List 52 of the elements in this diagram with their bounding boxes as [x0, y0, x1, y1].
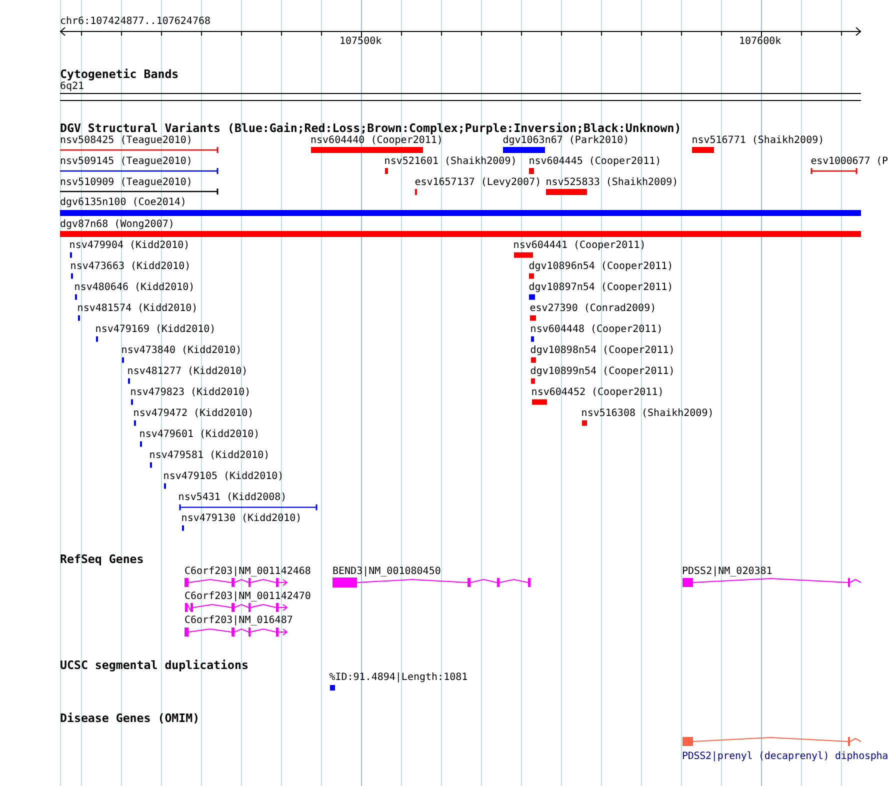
- variant-label: esv1000677 (P: [810, 156, 888, 168]
- variant-label: nsv510909 (Teague2010): [60, 176, 192, 188]
- gene-label: C6orf203|NM_001142470: [184, 590, 311, 602]
- variant-label: nsv604441 (Cooper2011): [513, 240, 646, 250]
- variant-label: nsv516771 (Shaikh2009): [692, 135, 824, 146]
- variant-label: nsv479823 (Kidd2010): [130, 386, 251, 398]
- tick-label: 107500k: [340, 36, 382, 46]
- track-title: UCSC segmental duplications: [60, 658, 248, 671]
- track-title: DGV Structural Variants (Blue:Gain;Red:Loss;Brown:Complex;Purple:Inversion;Black:Unknown): [60, 122, 682, 134]
- variant-label: dgv87n68 (Wong2007): [60, 218, 174, 230]
- variant-label: nsv509145 (Teague2010): [60, 156, 192, 168]
- variant-label: dgv10897n54 (Cooper2011): [528, 282, 674, 292]
- variant-label: dgv10899n54 (Cooper2011): [530, 366, 675, 376]
- variant-label: nsv5431 (Kidd2008): [178, 492, 287, 502]
- variant-label: nsv480646 (Kidd2010): [74, 282, 195, 292]
- disease-gene-label: PDSS2|prenyl (decaprenyl) diphospha: [682, 751, 888, 762]
- variant-label: nsv481574 (Kidd2010): [77, 302, 198, 314]
- variant-label: nsv479472 (Kidd2010): [133, 408, 254, 418]
- variant-label: nsv479169 (Kidd2010): [95, 324, 216, 334]
- gene-label: BEND3|NM_001080450: [332, 566, 441, 577]
- variant-label: nsv473840 (Kidd2010): [121, 344, 242, 356]
- variant-label: nsv479581 (Kidd2010): [149, 450, 270, 460]
- gene-label: C6orf203|NM_016487: [184, 615, 293, 626]
- variant-label: dgv10898n54 (Cooper2011): [530, 344, 675, 356]
- band-label: 6q21: [60, 80, 84, 92]
- track-title: Disease Genes (OMIM): [60, 712, 200, 724]
- variant-label: nsv604448 (Cooper2011): [530, 324, 663, 334]
- variant-label: nsv604452 (Cooper2011): [531, 386, 664, 398]
- variant-label: nsv479601 (Kidd2010): [139, 428, 260, 440]
- variant-label: esv27390 (Conrad2009): [530, 302, 656, 314]
- duplication-label: %ID:91.4894|Length:1081: [329, 672, 468, 683]
- tick-label: 107600k: [739, 36, 782, 46]
- variant-label: nsv473663 (Kidd2010): [70, 260, 191, 272]
- gene-label: PDSS2|NM_020381: [682, 566, 772, 577]
- region-coordinates: chr6:107424877..107624768: [60, 16, 211, 26]
- variant-label: nsv479130 (Kidd2010): [181, 512, 302, 524]
- variant-label: nsv525833 (Shaikh2009): [546, 176, 678, 188]
- variant-label: nsv521601 (Shaikh2009): [384, 156, 517, 168]
- variant-label: nsv481277 (Kidd2010): [127, 366, 248, 376]
- variant-label: nsv508425 (Teague2010): [60, 135, 192, 146]
- variant-label: nsv604440 (Cooper2011): [310, 135, 443, 146]
- variant-label: esv1657137 (Levy2007): [414, 176, 542, 188]
- gene-label: C6orf203|NM_001142468: [184, 566, 311, 577]
- variant-label: nsv479105 (Kidd2010): [163, 470, 284, 482]
- variant-label: dgv1063n67 (Park2010): [502, 135, 630, 146]
- track-title: Cytogenetic Bands: [60, 68, 179, 80]
- variant-label: nsv604445 (Cooper2011): [528, 156, 662, 168]
- variant-label: nsv516308 (Shaikh2009): [581, 408, 714, 418]
- variant-label: dgv10896n54 (Cooper2011): [528, 260, 674, 272]
- variant-label: nsv479904 (Kidd2010): [69, 240, 190, 250]
- track-title: RefSeq Genes: [60, 552, 144, 565]
- variant-label: dgv6135n100 (Coe2014): [60, 197, 186, 208]
